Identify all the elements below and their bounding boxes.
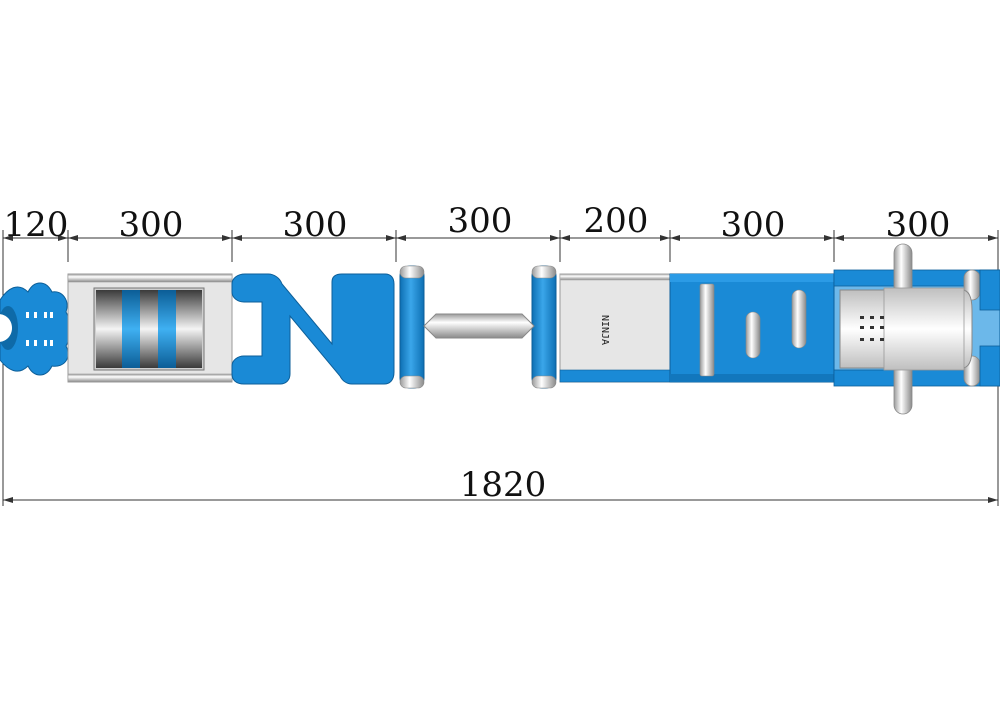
- total-dimension-label: 1820: [460, 465, 547, 505]
- dimension-ticks: [2, 230, 999, 262]
- dimension-label-7: 300: [886, 205, 951, 245]
- climbing-bar-2: [745, 311, 761, 359]
- roller-gray-2: [140, 290, 158, 368]
- roller-gray-1: [96, 290, 122, 368]
- roller-module: [67, 273, 233, 383]
- roller-gray-3: [176, 290, 202, 368]
- entrance-dots: [26, 312, 53, 346]
- dimension-label-1: 120: [4, 205, 69, 245]
- climbing-bar-1: [699, 283, 715, 377]
- balance-beam: [423, 313, 535, 339]
- climbing-module: [669, 273, 835, 383]
- dimension-label-5: 200: [584, 201, 649, 241]
- ninja-module: NINJA: [559, 273, 671, 383]
- dimension-labels: 120 300 300 300 200 300 300 1820: [4, 201, 951, 505]
- climbing-bar-3: [791, 289, 807, 349]
- dimension-label-3: 300: [283, 205, 348, 245]
- dimension-label-2: 300: [119, 205, 184, 245]
- slide-module: [833, 243, 1000, 415]
- entrance-module: [0, 282, 71, 376]
- dimension-label-4: 300: [448, 201, 513, 241]
- left-pillar: [399, 265, 425, 389]
- dimension-label-6: 300: [721, 205, 786, 245]
- roller-blue-1: [122, 290, 140, 368]
- n-shape-obstacle: [231, 273, 395, 385]
- dimension-arrows: [3, 235, 998, 241]
- slide-dots: [860, 316, 884, 341]
- right-pillar: [531, 265, 557, 389]
- roller-blue-2: [158, 290, 176, 368]
- beam-bridge-module: [399, 265, 557, 389]
- ninja-logo-text: NINJA: [599, 315, 610, 345]
- dimension-lines: [2, 230, 999, 506]
